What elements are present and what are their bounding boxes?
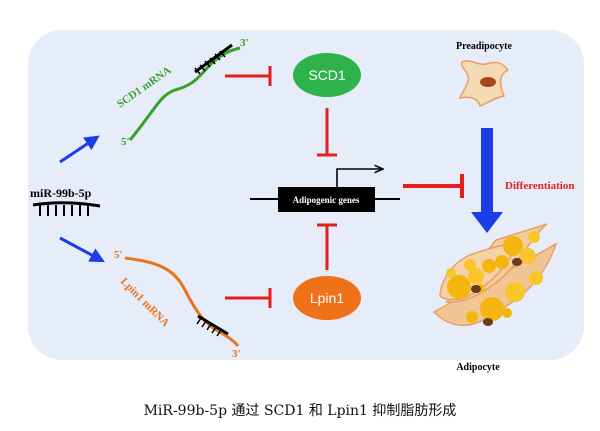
adipogenic-genes-box	[278, 187, 375, 212]
arrow-to-scd1-mrna	[59, 135, 100, 164]
mirna-strand	[32, 201, 101, 216]
adipocyte-label: Adipocyte	[456, 362, 500, 373]
lpin1-mrna-3prime: 3'	[232, 348, 241, 360]
lpin1-node	[293, 276, 361, 320]
lpin1-mrna-5prime: 5'	[114, 249, 123, 261]
lpin1-mirna-binding	[196, 314, 229, 337]
lpin1-mrna-strand	[124, 256, 240, 347]
scd1-node-label: SCD1	[308, 67, 346, 83]
inhibit-genes-to-differentiation	[403, 174, 464, 198]
adipogenic-genes-label: Adipogenic genes	[293, 195, 360, 205]
scd1-mrna-3prime: 3'	[240, 37, 249, 49]
scd1-mirna-binding	[194, 43, 233, 75]
scd1-mrna-strand	[128, 46, 241, 141]
inhibit-scd1-to-genes	[317, 108, 337, 157]
adipocyte-cells	[432, 223, 558, 327]
transcription-start-arrow	[336, 169, 382, 187]
inhibit-lpin1-to-genes	[317, 223, 337, 270]
preadipocyte-label: Preadipocyte	[456, 41, 512, 52]
arrow-to-lpin1-mrna	[59, 236, 105, 263]
differentiation-arrow	[471, 128, 503, 233]
inhibit-scd1-mrna-to-scd1	[225, 66, 272, 86]
mirna-label: miR-99b-5p	[30, 186, 92, 200]
differentiation-label: Differentiation	[505, 180, 574, 192]
preadipocyte-cell	[458, 60, 510, 107]
figure-caption: MiR-99b-5p 通过 SCD1 和 Lpin1 抑制脂肪形成	[143, 403, 457, 419]
inhibit-lpin1-mrna-to-lpin1	[225, 288, 272, 308]
scd1-node	[293, 53, 361, 97]
lpin1-node-label: Lpin1	[310, 290, 344, 306]
scd1-mrna-5prime: 5'	[121, 136, 130, 148]
